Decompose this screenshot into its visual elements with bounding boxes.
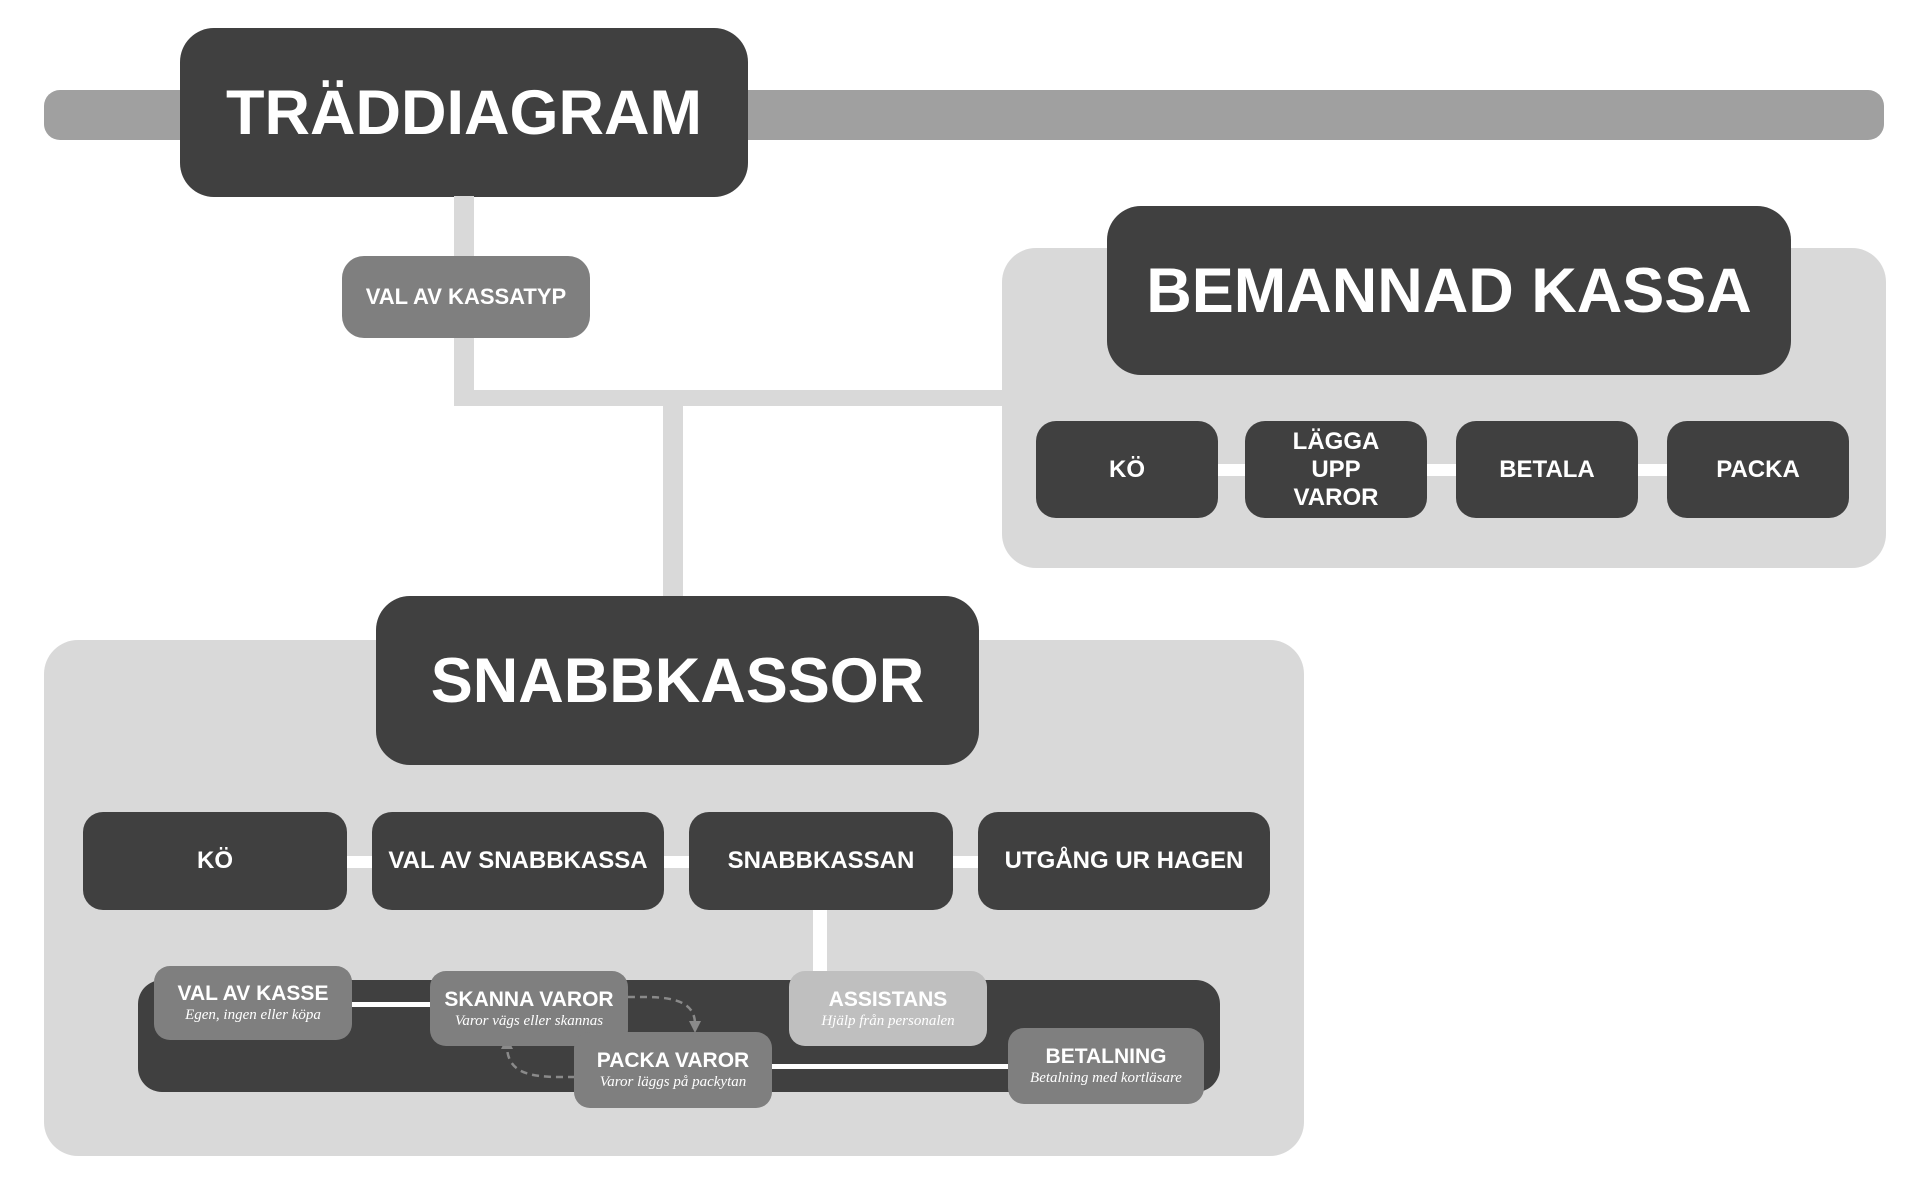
connector-title-to-choice	[454, 196, 474, 256]
substep-choose-bag-title: VAL AV KASSE	[177, 982, 329, 1005]
connector-horizontal-branch	[454, 390, 1014, 406]
substep-pack-goods: PACKA VAROR Varor läggs på packytan	[574, 1032, 772, 1108]
substep-assistance-desc: Hjälp från personalen	[821, 1012, 955, 1029]
staffed-step-pay: BETALA	[1456, 421, 1638, 518]
substep-payment: BETALNING Betalning med kortläsare	[1008, 1028, 1204, 1104]
substep-pack-goods-title: PACKA VAROR	[596, 1049, 750, 1072]
substep-connector-pack-pay	[770, 1064, 1010, 1069]
choice-node-label: VAL AV KASSATYP	[365, 284, 567, 309]
substep-scan-goods-title: SKANNA VAROR	[444, 987, 614, 1011]
staffed-step-queue: KÖ	[1036, 421, 1218, 518]
diagram-title: TRÄDDIAGRAM	[180, 28, 748, 197]
self-checkout-to-substeps-connector	[813, 908, 827, 984]
self-checkout-step-exit: UTGÅNG UR HAGEN	[978, 812, 1270, 910]
substep-payment-title: BETALNING	[1045, 1045, 1167, 1068]
substep-scan-goods-desc: Varor vägs eller skannas	[454, 1012, 604, 1029]
self-checkout-step-queue: KÖ	[83, 812, 347, 910]
self-checkout-title: SNABBKASSOR	[376, 596, 979, 765]
staffed-step-pack: PACKA	[1667, 421, 1849, 518]
choice-node-checkout-type: VAL AV KASSATYP	[342, 256, 590, 338]
connector-to-self-checkout	[663, 398, 683, 598]
substep-payment-desc: Betalning med kortläsare	[1030, 1070, 1182, 1086]
substep-choose-bag-desc: Egen, ingen eller köpa	[185, 1007, 321, 1023]
substep-assistance-title: ASSISTANS	[828, 987, 948, 1011]
substep-connector-bag-scan	[350, 1002, 432, 1007]
self-checkout-step-checkout: SNABBKASSAN	[689, 812, 953, 910]
self-checkout-step-choose-checkout: VAL AV SNABBKASSA	[372, 812, 664, 910]
connector-choice-to-branch	[454, 338, 474, 406]
substep-choose-bag: VAL AV KASSE Egen, ingen eller köpa	[154, 966, 352, 1040]
staffed-checkout-title: BEMANNAD KASSA	[1107, 206, 1791, 375]
substep-assistance: ASSISTANS Hjälp från personalen	[789, 971, 987, 1046]
substep-pack-goods-desc: Varor läggs på packytan	[599, 1074, 747, 1090]
staffed-step-place-goods: LÄGGA UPP VAROR	[1245, 421, 1427, 518]
